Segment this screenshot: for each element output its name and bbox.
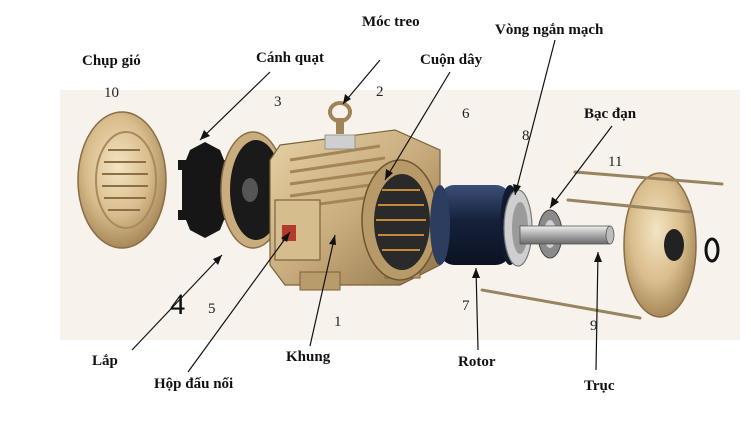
arrowhead-moc-treo — [343, 94, 351, 104]
tie-rods — [480, 170, 724, 320]
number-10: 10 — [104, 85, 119, 101]
leader-rotor — [475, 267, 479, 351]
number-1: 1 — [334, 314, 342, 330]
label-moc-treo: Móc treo — [362, 14, 420, 30]
leader-lines — [131, 39, 613, 373]
arrowhead-canh-quat — [200, 130, 210, 140]
label-vong-ngan-mach: Vòng ngắn mạch — [495, 22, 604, 38]
arrowhead-hop-dau-noi — [281, 232, 290, 242]
label-cuon-day: Cuộn dây — [420, 52, 483, 68]
lifting-eye — [328, 101, 352, 134]
number-2: 2 — [376, 84, 384, 100]
leader-lap — [131, 254, 223, 351]
arrowhead-rotor — [472, 268, 480, 278]
rear-end-shield — [220, 131, 286, 249]
label-chup-gio: Chụp gió — [82, 53, 141, 69]
terminal-box — [274, 199, 321, 261]
number-8: 8 — [522, 128, 530, 144]
number-6: 6 — [462, 106, 470, 122]
shaft — [519, 225, 615, 245]
number-9: 9 — [590, 318, 598, 334]
number-11: 11 — [608, 154, 622, 170]
arrowhead-khung — [329, 235, 336, 245]
label-canh-quat: Cánh quạt — [256, 50, 324, 66]
leader-cuon-day — [384, 71, 451, 181]
front-end-shield — [623, 172, 720, 318]
arrowhead-lap — [213, 255, 222, 265]
leader-hop-dau-noi — [187, 231, 291, 373]
label-bac-dan: Bạc đạn — [584, 106, 637, 122]
leader-truc — [595, 251, 599, 371]
fan-cover — [77, 111, 167, 249]
stator-winding — [361, 159, 439, 281]
label-hop-dau-noi: Hộp đấu nối — [154, 376, 233, 392]
number-5: 5 — [208, 301, 216, 317]
label-truc: Trục — [584, 378, 615, 394]
number-4: 4 — [170, 288, 185, 321]
label-khung: Khung — [286, 349, 331, 365]
leader-vong-ngan-mach — [514, 39, 556, 196]
arrowhead-bac-dan — [550, 197, 559, 208]
leader-canh-quat — [199, 71, 271, 141]
leader-bac-dan — [549, 125, 613, 209]
label-lap: Lắp — [92, 353, 118, 369]
label-rotor: Rotor — [458, 354, 496, 370]
number-3: 3 — [274, 94, 282, 110]
leader-moc-treo — [342, 59, 381, 105]
leader-khung — [309, 234, 336, 347]
arrowhead-truc — [594, 252, 602, 262]
arrowhead-vong-ngan-mach — [513, 184, 521, 195]
arrowhead-cuon-day — [385, 169, 393, 180]
number-7: 7 — [462, 298, 470, 314]
